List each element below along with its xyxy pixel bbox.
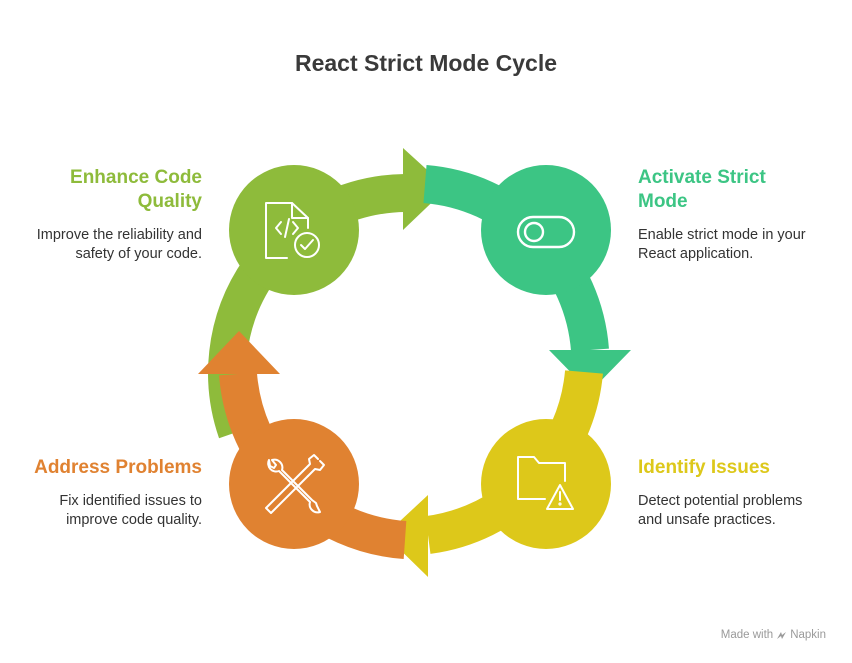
heading-line-2: Quality [137,191,202,212]
description-line-1: Detect potential problems [638,493,803,509]
node-enhance-code-quality [229,165,359,295]
description-line-1: Enable strict mode in your [638,227,806,243]
step-description-address-problems: Fix identified issues to improve code qu… [12,492,202,530]
heading-line-1: Identify Issues [638,457,770,478]
step-description-activate-strict-mode: Enable strict mode in your React applica… [638,226,838,264]
heading-line-1: Activate Strict [638,167,766,188]
code-file-check-icon [265,202,320,259]
made-with-napkin-badge[interactable]: Made with Napkin [721,629,826,641]
description-line-2: safety of your code. [75,246,202,262]
toggle-switch-icon [516,215,576,249]
arrow-head-orange [198,331,280,374]
description-line-1: Fix identified issues to [59,493,202,509]
step-heading-enhance-code-quality: Enhance Code Quality [32,166,202,214]
description-line-2: and unsafe practices. [638,512,776,528]
arrow-head-yellow [385,495,428,577]
description-line-1: Improve the reliability and [36,227,202,243]
napkin-logo-icon [777,631,787,639]
diagram-title: React Strict Mode Cycle [294,50,558,76]
step-heading-address-problems: Address Problems [12,456,202,480]
folder-warning-icon [517,456,574,510]
step-description-enhance-code-quality: Improve the reliability and safety of yo… [12,226,202,264]
heading-line-1: Address Problems [34,457,202,478]
wrench-screwdriver-icon [265,454,325,514]
node-activate-strict-mode [481,165,611,295]
heading-line-1: Enhance Code [70,167,202,188]
made-with-label: Made with [720,629,774,641]
step-description-identify-issues: Detect potential problems and unsafe pra… [638,492,838,530]
description-line-2: React application. [638,246,754,262]
node-identify-issues [481,419,611,549]
step-heading-activate-strict-mode: Activate Strict Mode [638,166,838,214]
heading-line-2: Mode [638,191,688,212]
step-heading-identify-issues: Identify Issues [638,456,838,480]
arrow-head-teal [549,350,631,392]
napkin-brand-label: Napkin [790,629,826,641]
description-line-2: improve code quality. [66,512,202,528]
node-address-problems [229,419,359,549]
